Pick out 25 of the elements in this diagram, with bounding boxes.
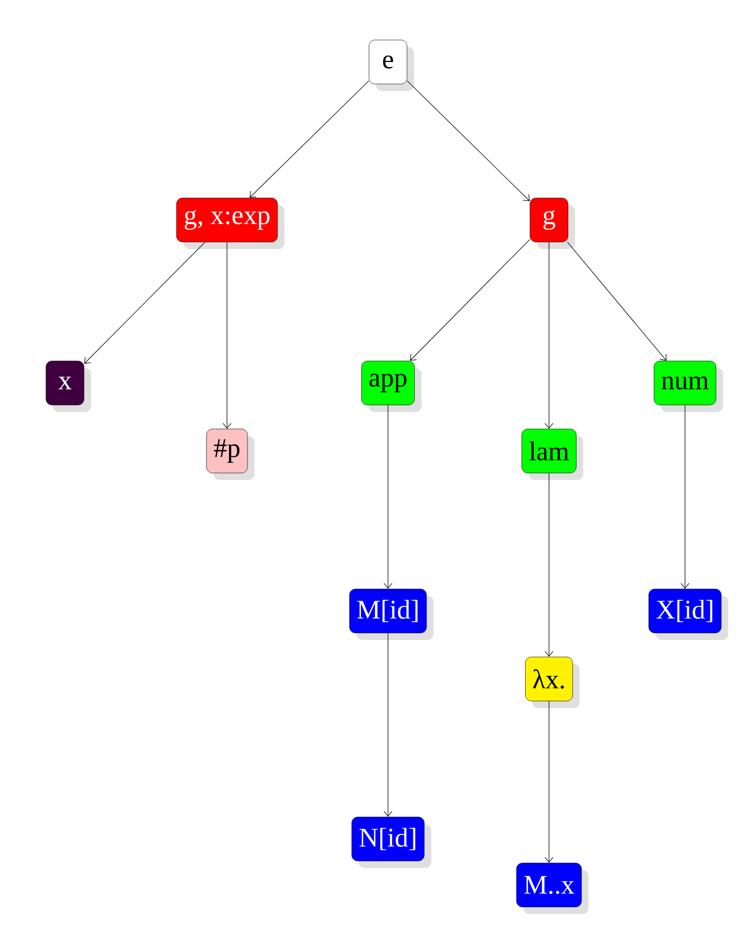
arrow	[250, 80, 370, 198]
tree-node-box: #p	[206, 428, 254, 480]
arrow	[384, 404, 392, 589]
arrow	[567, 242, 666, 361]
tree-node-box: x	[46, 360, 91, 412]
tree-node-box: num	[654, 360, 723, 412]
tree-node-box: M[id]	[349, 588, 434, 640]
arrow	[406, 80, 530, 202]
tree-node-box: g, x:exp	[176, 198, 284, 249]
tree-node-box: N[id]	[352, 816, 432, 868]
tree-node-box: e	[368, 40, 414, 91]
arrow	[544, 700, 554, 863]
tree-node-box: app	[361, 360, 422, 412]
tree-node-box: λx.	[525, 656, 580, 708]
arrow	[544, 472, 554, 657]
arrow	[680, 404, 690, 589]
arrow	[544, 242, 554, 429]
arrow	[384, 632, 392, 817]
tree-node-box: lam	[522, 428, 584, 480]
arrow	[410, 239, 530, 361]
tree-node-box: X[id]	[648, 588, 728, 640]
tree-node-box: g	[530, 198, 575, 249]
arrow	[84, 242, 206, 364]
tree-node-box: M..x	[516, 862, 588, 914]
arrow	[222, 242, 232, 429]
